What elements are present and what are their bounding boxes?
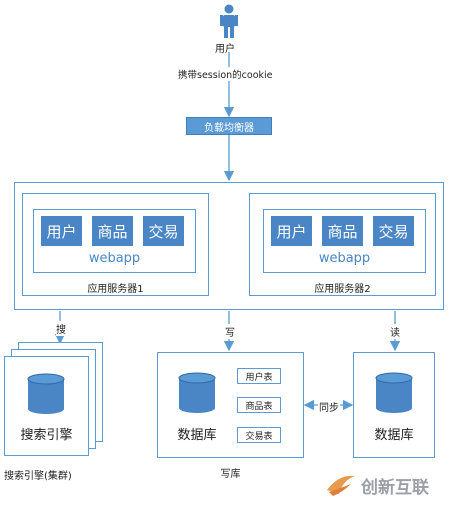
webapp-1-label: webapp [88,251,141,266]
search-engine-label: 搜索引擎 [20,428,73,443]
write-db-label: 数据库 [177,428,217,443]
module-goods-2: 商品 [322,216,363,246]
load-balancer: 负载均衡器 [186,117,272,135]
read-database-icon [375,372,413,413]
read-db-label: 数据库 [374,428,414,443]
edge-search-label: 搜 [56,321,66,336]
module-user-1: 用户 [41,216,82,246]
app-server-2-caption: 应用服务器2 [314,284,371,295]
module-goods-1: 商品 [92,216,133,246]
module-user-2: 用户 [271,216,312,246]
table-trades: 交易表 [237,427,281,443]
request-label: 携带session的cookie [176,67,275,81]
app-server-1-caption: 应用服务器1 [87,284,144,295]
edge-write-label: 写 [225,324,235,339]
table-goods: 商品表 [237,397,281,413]
sync-label: 同步 [318,399,340,414]
write-database-icon [178,372,216,413]
user-icon [220,4,238,38]
write-db-caption: 写库 [220,469,241,480]
table-users: 用户表 [237,368,281,384]
watermark-logo: 创新互联 [325,470,453,500]
edge-read-label: 读 [390,324,400,339]
watermark-text: 创新互联 [361,477,429,498]
search-database-icon [27,373,65,414]
search-engine-caption: 搜索引擎(集群) [4,471,72,482]
webapp-2-label: webapp [318,251,371,266]
watermark-logo-icon [327,475,355,496]
module-trade-2: 交易 [373,216,414,246]
module-trade-1: 交易 [143,216,184,246]
user-label: 用户 [215,44,235,55]
